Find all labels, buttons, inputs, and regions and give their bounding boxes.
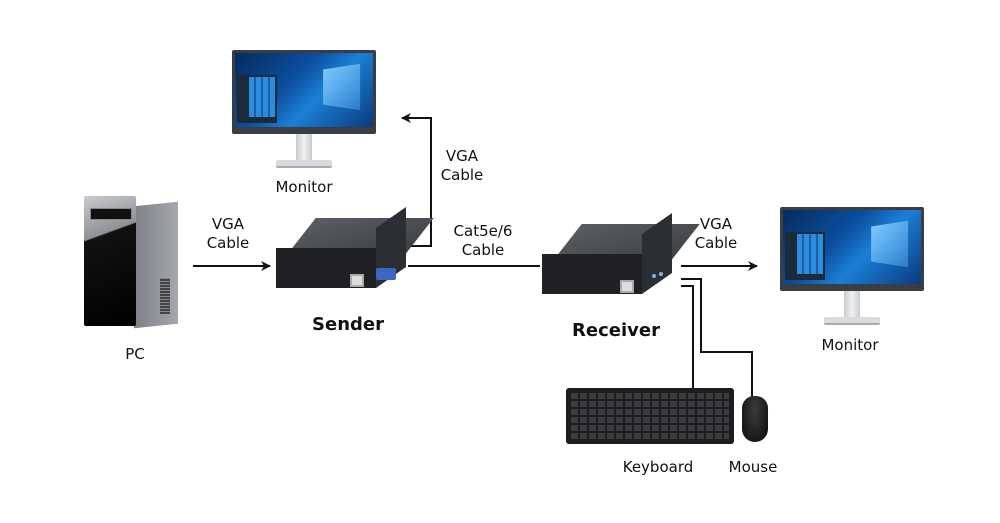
monitor-remote-label: Monitor bbox=[821, 336, 879, 354]
windows-logo-icon bbox=[871, 220, 909, 268]
desktop-tower-icon bbox=[84, 196, 178, 329]
edge-receiver-to-mouse bbox=[681, 278, 753, 398]
edge-label-pc-to-sender: VGA Cable bbox=[206, 215, 250, 252]
extender-sender-icon bbox=[276, 206, 434, 288]
edge-label-sender-to-monitor: VGA Cable bbox=[440, 147, 484, 184]
edge-label-sender-to-receiver: Cat5e/6 Cable bbox=[453, 222, 513, 259]
monitor-local bbox=[232, 50, 376, 170]
keyboard-icon bbox=[566, 388, 734, 444]
extender-receiver-icon bbox=[542, 212, 700, 294]
edge-sender-to-monitor bbox=[401, 113, 432, 247]
mouse-label: Mouse bbox=[728, 458, 778, 476]
windows-logo-icon bbox=[323, 63, 361, 111]
edge-label-receiver-to-monitor: VGA Cable bbox=[694, 215, 738, 252]
keyboard-label: Keyboard bbox=[622, 458, 694, 476]
status-led-icon bbox=[652, 274, 656, 278]
monitor-remote bbox=[780, 207, 924, 327]
receiver-label: Receiver bbox=[572, 320, 660, 341]
vga-port-icon bbox=[376, 268, 396, 280]
monitor-icon bbox=[780, 207, 924, 291]
sender-label: Sender bbox=[312, 314, 384, 335]
rj45-port-icon bbox=[620, 280, 634, 293]
mouse-icon bbox=[742, 396, 768, 442]
monitor-local-label: Monitor bbox=[275, 178, 333, 196]
rj45-port-icon bbox=[350, 274, 364, 287]
status-led-icon bbox=[659, 272, 663, 276]
edge-receiver-to-keyboard bbox=[681, 285, 694, 388]
monitor-icon bbox=[232, 50, 376, 134]
pc-label: PC bbox=[125, 345, 145, 363]
